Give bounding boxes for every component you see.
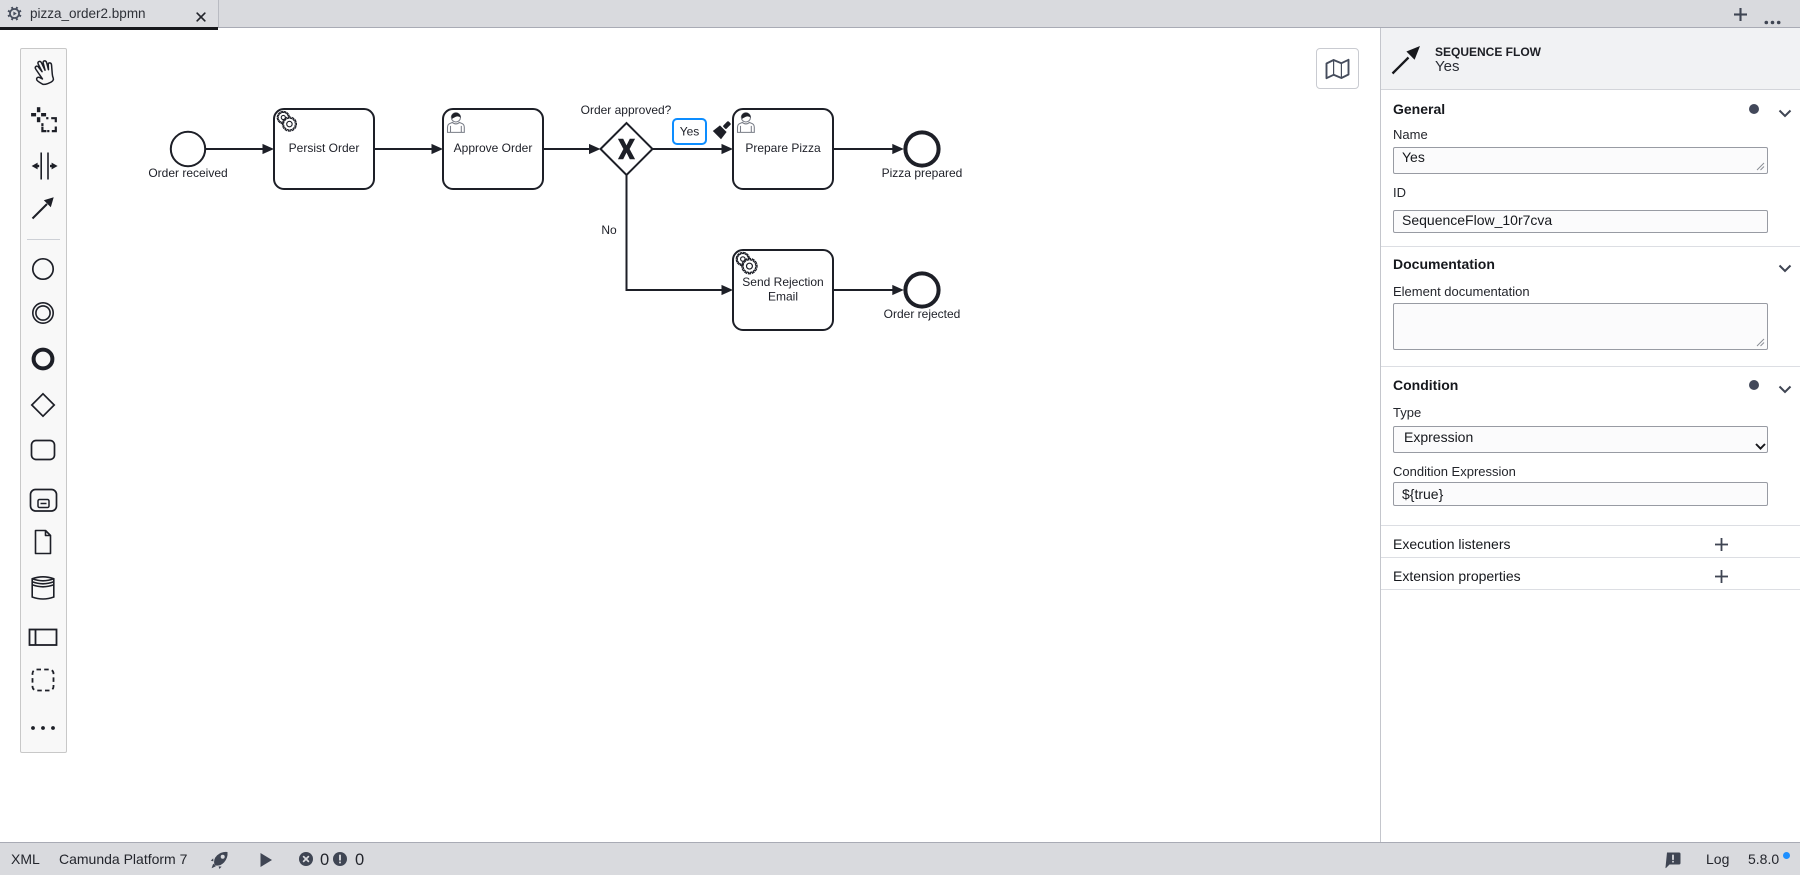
svg-text:Order approved?: Order approved? bbox=[581, 103, 672, 117]
svg-text:Persist Order: Persist Order bbox=[289, 141, 360, 155]
svg-text:Approve Order: Approve Order bbox=[454, 141, 533, 155]
svg-text:Send Rejection: Send Rejection bbox=[742, 275, 823, 289]
svg-text:No: No bbox=[601, 223, 617, 237]
svg-text:Order received: Order received bbox=[148, 166, 227, 180]
svg-text:Pizza prepared: Pizza prepared bbox=[882, 166, 963, 180]
svg-text:Prepare Pizza: Prepare Pizza bbox=[745, 141, 821, 155]
svg-text:Order rejected: Order rejected bbox=[884, 307, 961, 321]
svg-text:Email: Email bbox=[768, 289, 798, 303]
svg-text:Yes: Yes bbox=[680, 125, 700, 139]
